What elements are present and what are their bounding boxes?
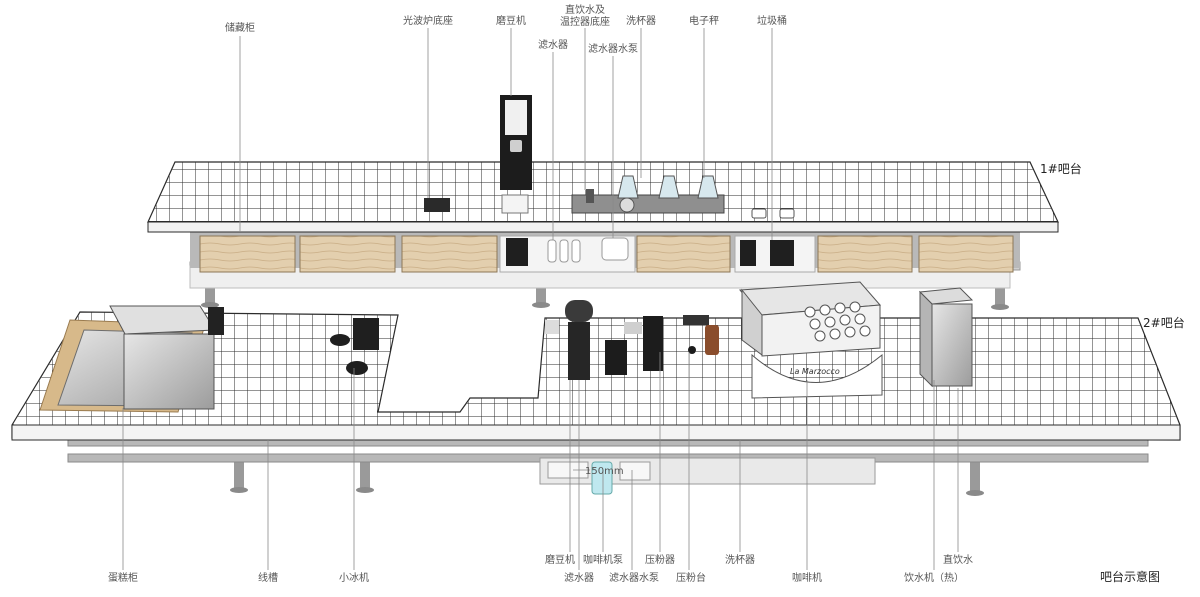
label-cup-washer-bottom: 洗杯器 xyxy=(725,553,755,566)
espresso-machine: La Marzocco xyxy=(739,281,883,399)
bar-2-countertop-edge xyxy=(11,424,1181,441)
label-water-filter-bottom: 滤水器 xyxy=(564,571,594,584)
label-grinder-top: 磨豆机 xyxy=(496,14,526,27)
drip-tray xyxy=(571,189,725,214)
label-grinder-bottom: 磨豆机 xyxy=(545,553,575,566)
label-tamper: 压粉器 xyxy=(645,553,675,566)
label-storage-cabinet: 储藏柜 xyxy=(225,21,255,34)
label-scale: 电子秤 xyxy=(689,14,719,27)
label-trash-bin: 垃圾桶 xyxy=(757,14,787,27)
label-ice-machine: 小冰机 xyxy=(339,571,369,584)
bar-2: La Marzocco xyxy=(11,281,1181,496)
label-cup-washer-top: 洗杯器 xyxy=(626,14,656,27)
label-direct-water-line1: 直饮水及 xyxy=(565,3,605,16)
bottom-labels: 蛋糕柜 线槽 小冰机 磨豆机 滤水器 咖啡机泵 滤水器水泵 压粉器 压粉台 洗杯… xyxy=(108,553,973,584)
label-water-filter-top: 滤水器 xyxy=(538,38,568,51)
top-labels: 储藏柜 光波炉底座 磨豆机 滤水器 直饮水及 温控器底座 滤水器水泵 洗杯器 电… xyxy=(225,3,787,55)
bar-1-label: 1#吧台 xyxy=(1040,161,1082,176)
bar-1-countertop-edge xyxy=(147,221,1059,233)
cake-cabinet xyxy=(39,305,224,413)
label-direct-water: 直饮水 xyxy=(943,553,973,566)
label-filter-pump-top: 滤水器水泵 xyxy=(588,42,638,55)
diagram-caption: 吧台示意图 xyxy=(1100,569,1160,584)
grinder-1 xyxy=(500,95,532,214)
label-direct-water-line2: 温控器底座 xyxy=(560,15,610,28)
bar-1 xyxy=(147,95,1059,310)
label-filter-pump-bottom: 滤水器水泵 xyxy=(609,571,659,584)
bar-2-legs xyxy=(230,455,984,496)
cup-washers xyxy=(617,175,719,199)
tamping-station xyxy=(605,315,719,375)
label-tamping-station: 压粉台 xyxy=(676,571,706,584)
label-hot-water-dispenser: 饮水机（热） xyxy=(904,571,964,584)
microwave-base xyxy=(424,198,450,212)
dimension-label: 150mm xyxy=(585,466,624,477)
grinder-2 xyxy=(545,300,593,380)
label-microwave-base: 光波炉底座 xyxy=(403,14,453,27)
machine-logo: La Marzocco xyxy=(790,367,840,376)
ice-machine xyxy=(330,318,379,375)
hot-water-dispenser xyxy=(918,287,974,388)
trash-bins xyxy=(751,208,795,219)
leader-lines xyxy=(122,28,959,570)
bar-1-open-section xyxy=(499,235,816,273)
label-coffee-pump: 咖啡机泵 xyxy=(583,553,623,566)
label-cake-cabinet: 蛋糕柜 xyxy=(108,571,138,584)
label-coffee-machine: 咖啡机 xyxy=(792,571,822,584)
cups-on-machine xyxy=(804,301,871,342)
bar-2-label: 2#吧台 xyxy=(1143,315,1185,330)
storage-cabinet-doors xyxy=(199,235,1014,273)
label-cable-trough: 线槽 xyxy=(258,571,278,584)
